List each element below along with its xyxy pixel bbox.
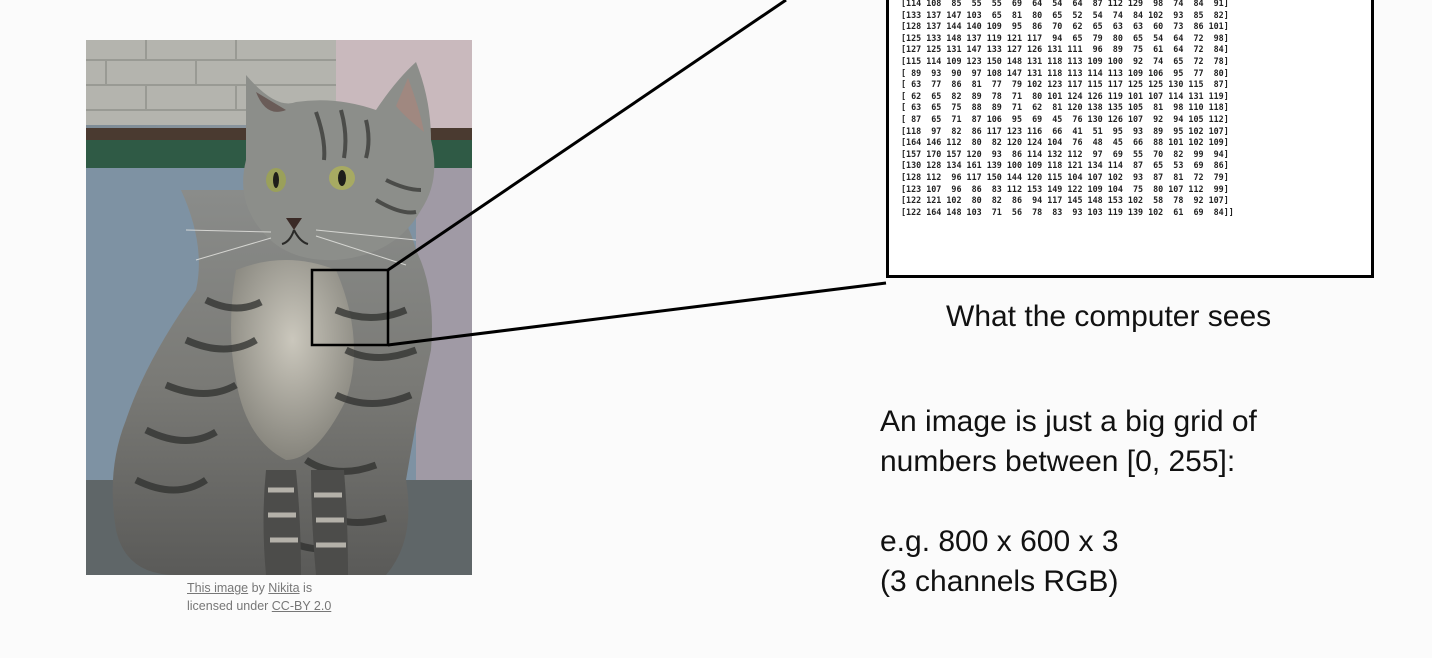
matrix-row: [ 63 77 86 81 77 79 102 123 117 115 117 …	[901, 79, 1229, 90]
description-line-4: (3 channels RGB)	[880, 565, 1119, 598]
matrix-caption: What the computer sees	[946, 300, 1272, 333]
cat-photo	[86, 40, 472, 575]
credit-by: by	[248, 581, 269, 595]
image-credit: This image by Nikita is licensed under C…	[187, 579, 387, 615]
matrix-row: [122 121 102 80 82 86 94 117 145 148 153…	[901, 195, 1229, 206]
matrix-row: [125 133 148 137 119 121 117 94 65 79 80…	[901, 32, 1229, 43]
pixel-matrix: [114 108 85 55 55 69 64 54 64 87 112 129…	[886, 0, 1374, 278]
author-link[interactable]: Nikita	[268, 581, 300, 595]
description-line-3: e.g. 800 x 600 x 3	[880, 525, 1119, 558]
credit-is: is	[299, 581, 313, 595]
image-link[interactable]: This image	[187, 581, 249, 595]
matrix-row: [128 137 144 140 109 95 86 70 62 65 63 6…	[901, 21, 1229, 32]
matrix-row: [114 108 85 55 55 69 64 54 64 87 112 129…	[901, 0, 1229, 8]
matrix-row: [133 137 147 103 65 81 80 65 52 54 74 84…	[901, 9, 1229, 20]
matrix-row: [ 63 65 75 88 89 71 62 81 120 138 135 10…	[901, 102, 1229, 113]
matrix-row: [ 89 93 90 97 108 147 131 118 113 114 11…	[901, 67, 1229, 78]
matrix-row: [ 62 65 82 89 78 71 80 101 124 126 119 1…	[901, 90, 1229, 101]
matrix-row: [118 97 82 86 117 123 116 66 41 51 95 93…	[901, 125, 1229, 136]
cat-illustration	[86, 40, 472, 575]
matrix-row: [115 114 109 123 150 148 131 118 113 109…	[901, 55, 1229, 66]
description: An image is just a big grid of numbers b…	[880, 402, 1400, 602]
license-link[interactable]: CC-BY 2.0	[271, 599, 332, 613]
matrix-row: [130 128 134 161 139 100 109 118 121 134…	[901, 160, 1229, 171]
matrix-row: [ 87 65 71 87 106 95 69 45 76 130 126 10…	[901, 113, 1229, 124]
matrix-row: [128 112 96 117 150 144 120 115 104 107 …	[901, 171, 1229, 182]
matrix-row: [127 125 131 147 133 127 126 131 111 96 …	[901, 44, 1229, 55]
credit-licensed: licensed under	[187, 599, 272, 613]
matrix-row: [157 170 157 120 93 86 114 132 112 97 69…	[901, 148, 1229, 159]
pixel-matrix-values: [114 108 85 55 55 69 64 54 64 87 112 129…	[901, 0, 1234, 218]
description-line-1: An image is just a big grid of	[880, 405, 1257, 438]
matrix-row: [123 107 96 86 83 112 153 149 122 109 10…	[901, 183, 1229, 194]
description-line-2: numbers between [0, 255]:	[880, 445, 1236, 478]
matrix-row: [164 146 112 80 82 120 124 104 76 48 45 …	[901, 137, 1229, 148]
matrix-row: [122 164 148 103 71 56 78 83 93 103 119 …	[901, 206, 1234, 217]
